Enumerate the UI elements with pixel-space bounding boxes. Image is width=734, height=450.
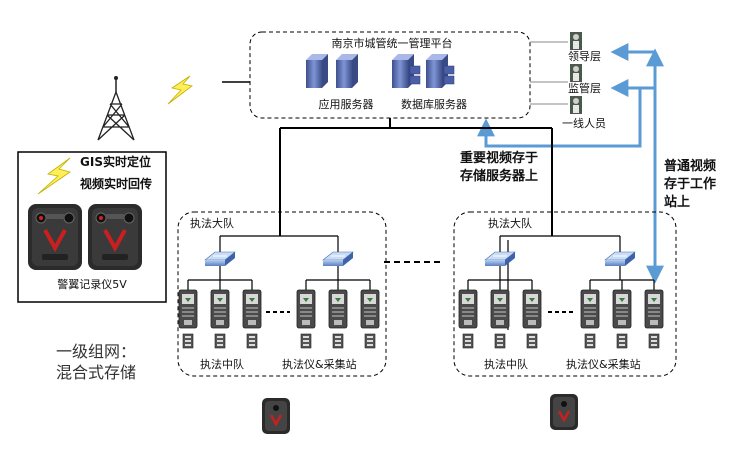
station-group <box>462 333 660 349</box>
station-group <box>182 333 376 349</box>
recorder-device-icon <box>26 202 84 272</box>
terminal-group <box>178 289 380 329</box>
cluster-name: 执法大队 <box>190 216 234 230</box>
blue-arrows <box>477 43 664 284</box>
network-switch-icon <box>322 251 354 267</box>
network-note-line2: 混合式存储 <box>56 363 136 382</box>
network-switch-icon <box>204 251 236 267</box>
supervisor-person-icon <box>570 64 582 82</box>
user-tier-links <box>530 41 568 105</box>
network-note-line1: 一级组网： <box>56 342 136 361</box>
normal-video-note: 普通视频存于工作站上 <box>664 158 716 210</box>
field-recorder-icon <box>548 392 580 432</box>
cluster-name: 执法大队 <box>488 216 532 230</box>
db-servers-label: 数据库服务器 <box>401 97 467 111</box>
panel-lightning-icon <box>37 157 71 195</box>
leader-label: 领导层 <box>568 50 601 63</box>
station-label: 执法仪&采集站 <box>282 357 357 371</box>
network-trunk <box>279 118 553 236</box>
video-label: 视频实时回传 <box>80 176 152 191</box>
app-server-icon <box>306 54 358 88</box>
squad-label: 执法中队 <box>484 357 528 371</box>
important-video-note: 重要视频存于存储服务器上 <box>460 150 538 184</box>
frontline-person-icon <box>570 96 582 114</box>
squad-label: 执法中队 <box>200 357 244 371</box>
platform-title: 南京市城管统一管理平台 <box>332 36 453 50</box>
antenna-tower-icon <box>97 76 135 141</box>
recorder-device-icon <box>86 202 144 272</box>
supervisor-label: 监管层 <box>568 81 601 95</box>
network-switch-icon <box>484 251 516 267</box>
field-recorder-icon <box>260 396 292 436</box>
frontline-label: 一线人员 <box>562 116 606 130</box>
lightning-icon <box>167 75 193 105</box>
terminal-group <box>458 289 664 329</box>
network-switch-icon <box>604 251 636 267</box>
cluster-box <box>453 211 677 377</box>
database-server-icon <box>391 53 455 89</box>
leader-person-icon <box>570 32 582 50</box>
gis-label: GIS实时定位 <box>80 154 151 169</box>
app-servers-label: 应用服务器 <box>319 97 374 111</box>
device-name: 警翼记录仪5V <box>57 277 127 291</box>
station-label: 执法仪&采集站 <box>566 357 641 371</box>
cluster-box <box>177 211 387 377</box>
